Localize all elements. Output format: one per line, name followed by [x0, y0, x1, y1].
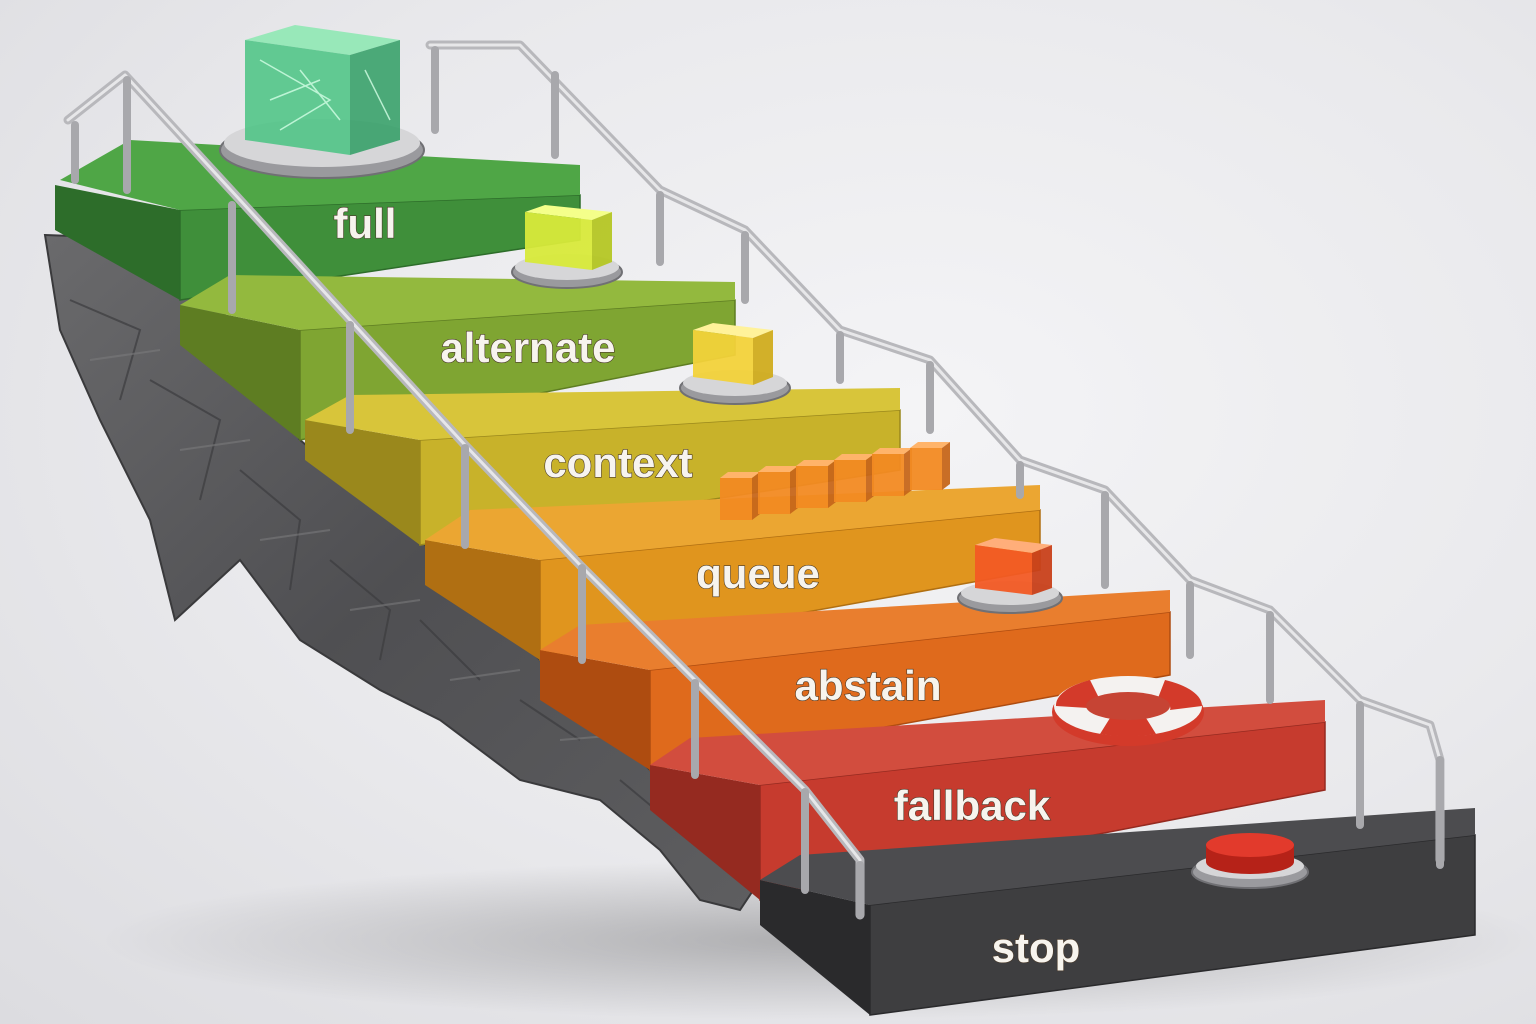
step-side-full — [55, 185, 180, 300]
step-top-stop — [760, 808, 1475, 905]
step-side-stop — [760, 880, 870, 1015]
step-side-context — [305, 420, 420, 545]
queue-cube — [720, 472, 760, 520]
red-stop-button-icon — [1191, 833, 1309, 889]
step-label-abstain: abstain — [794, 662, 941, 709]
queue-cube — [910, 442, 950, 490]
orange-cube-row-icon — [720, 442, 950, 520]
queue-cube — [758, 466, 798, 514]
step-label-fallback: fallback — [894, 782, 1051, 829]
life-ring-icon — [1052, 676, 1204, 746]
step-side-fallback — [650, 765, 760, 900]
yellow-cube-icon — [679, 323, 791, 405]
step-stop: stop — [760, 808, 1476, 1016]
step-label-context: context — [543, 439, 692, 486]
step-side-abstain — [540, 650, 650, 770]
queue-cube — [834, 454, 874, 502]
lime-cube-icon — [511, 205, 623, 289]
step-label-full: full — [334, 200, 397, 247]
large-green-cube-icon — [219, 25, 425, 179]
steps-group: full alternate context queue abstain fallback… — [55, 140, 1476, 1016]
step-label-alternate: alternate — [440, 324, 615, 371]
step-top-queue — [425, 485, 1040, 560]
red-orange-cube-icon — [957, 538, 1063, 614]
handrail-left — [63, 70, 865, 920]
step-side-queue — [425, 540, 540, 660]
step-label-queue: queue — [696, 550, 820, 597]
queue-cube — [872, 448, 912, 496]
queue-cube — [796, 460, 836, 508]
step-label-stop: stop — [992, 924, 1081, 971]
step-side-alternate — [180, 305, 300, 440]
handrail-right — [425, 40, 1445, 869]
rock-base — [43, 233, 762, 912]
